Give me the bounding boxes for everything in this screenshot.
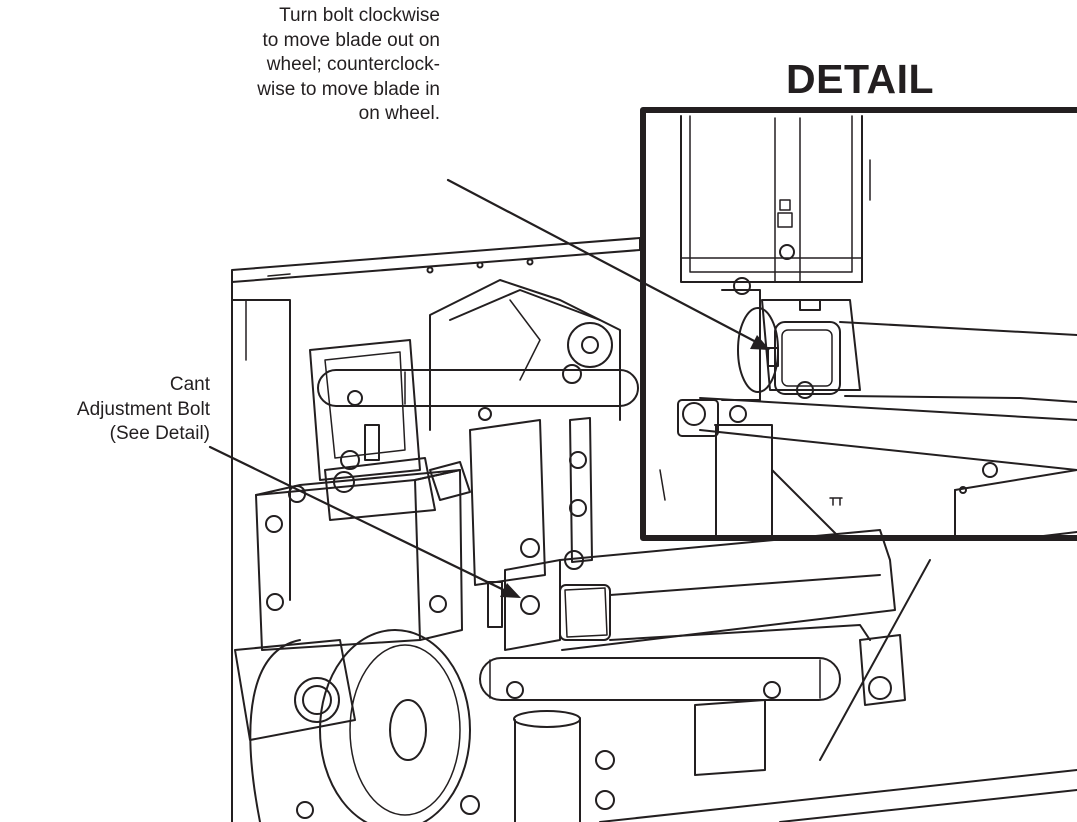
callout-line: Adjustment Bolt (76, 398, 210, 420)
detail-view (640, 107, 1077, 541)
turn-bolt-callout: Turn bolt clockwise to move blade out on… (120, 4, 440, 127)
main-assembly (231, 237, 1077, 822)
callout-line: Cant (169, 374, 210, 395)
callout-line: Turn bolt clockwise (279, 5, 440, 26)
leader-arrows (208, 178, 770, 598)
callout-line: on wheel. (358, 103, 440, 124)
cant-adjustment-bolt-callout: Cant Adjustment Bolt (See Detail) (0, 373, 210, 447)
callout-line: wheel; counterclock- (266, 54, 440, 75)
callout-line: to move blade out on (262, 29, 440, 51)
callout-line: wise to move blade in (257, 78, 440, 100)
detail-title: DETAIL (786, 56, 935, 102)
callout-line: (See Detail) (109, 423, 210, 444)
